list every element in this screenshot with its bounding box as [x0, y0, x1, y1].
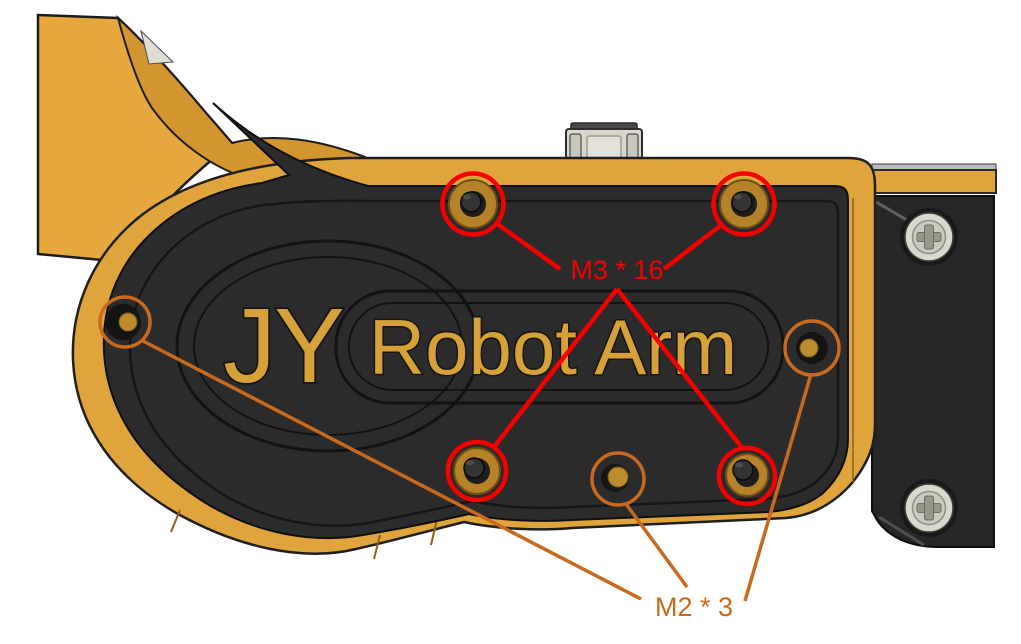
m3-leader-line-4: [615, 287, 745, 451]
m3-screw-hole-top-right: [719, 179, 769, 229]
screw-cap: [732, 459, 754, 481]
cover-title-product: Robot Arm: [369, 303, 737, 391]
hole-thread: [799, 338, 819, 358]
m3-screw-hole-bottom-right: [725, 453, 769, 497]
m3-leader-line-1: [494, 221, 562, 271]
cover-title-brand: JY: [223, 287, 343, 405]
phillips-screw-bottom: [900, 479, 958, 537]
m2-annotation-label: M2 * 3: [655, 592, 733, 622]
m2-leader-line-2: [624, 502, 689, 589]
screw-cap: [463, 457, 485, 479]
phillips-slot-v: [924, 495, 934, 521]
rim-facet-line-3: [170, 509, 181, 533]
rim-facet-line-1: [430, 518, 438, 546]
m3-screw-hole-bottom-left: [453, 447, 501, 495]
m2-callout-circle-middle: [590, 451, 646, 507]
upper-arm-highlight-sliver: [140, 29, 175, 65]
m3-callout-circle-bottom-right: [716, 445, 778, 507]
m3-callout-circle-top-right: [711, 171, 777, 237]
phillips-slot-v: [924, 224, 934, 250]
hole-thread: [607, 466, 629, 488]
m3-annotation: M3 * 16: [440, 171, 778, 507]
m2-screw-holes: [105, 304, 828, 492]
upper-arm-segment: [36, 13, 366, 264]
m2-callout-circle-left: [98, 295, 152, 349]
hole-thread: [118, 312, 138, 332]
cover-recess-band-outer: [334, 289, 785, 405]
cover-recess-band-inner: [348, 302, 769, 391]
m2-leader-line-1: [142, 339, 642, 601]
phillips-screw-top: [900, 208, 958, 266]
cap-highlight: [734, 194, 742, 200]
cap-highlight: [735, 462, 743, 468]
m3-screw-hole-top-left: [448, 179, 498, 229]
screw-cap: [460, 191, 482, 213]
cap-highlight: [466, 460, 474, 466]
m3-annotation-label: M3 * 16: [570, 255, 663, 285]
forearm-black-panel: [871, 195, 995, 548]
screw-cap: [731, 191, 753, 213]
rim-facet-line-2: [373, 534, 381, 560]
panel-chamfer-highlight-bottom: [878, 515, 925, 547]
m3-leader-line-3: [492, 287, 619, 449]
m2-screw-hole-bottom-middle: [601, 464, 629, 492]
m2-screw-hole-left: [105, 304, 141, 340]
m2-screw-hole-right: [796, 332, 828, 364]
m2-annotation: M2 * 3: [98, 295, 841, 622]
cover-title: JY Robot Arm: [221, 285, 738, 407]
m3-screw-holes: [448, 179, 769, 497]
cover-ridge-contour: [128, 199, 840, 527]
m3-leader-line-2: [662, 224, 722, 271]
cap-highlight: [463, 194, 471, 200]
m2-leader-line-3: [743, 373, 813, 602]
forearm-segment: [871, 163, 997, 548]
m3-callout-circle-top-left: [440, 171, 506, 237]
usb-connector: [565, 122, 643, 162]
cover-face: [102, 102, 849, 540]
m3-callout-circle-bottom-left: [445, 439, 509, 503]
cover-oval-ring-outer: [175, 239, 481, 453]
forearm-yellow-band: [871, 169, 997, 194]
